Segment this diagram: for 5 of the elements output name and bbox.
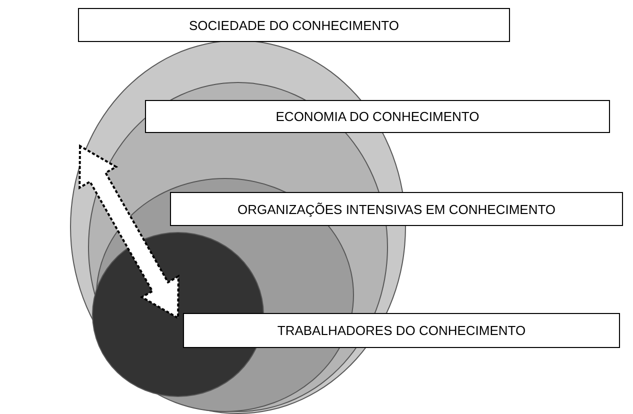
label-box: TRABALHADORES DO CONHECIMENTO: [183, 313, 620, 348]
label-box: SOCIEDADE DO CONHECIMENTO: [78, 8, 510, 42]
label-box: ECONOMIA DO CONHECIMENTO: [145, 100, 610, 133]
double-arrow: [78, 144, 180, 320]
label-box: ORGANIZAÇÕES INTENSIVAS EM CONHECIMENTO: [170, 192, 623, 226]
